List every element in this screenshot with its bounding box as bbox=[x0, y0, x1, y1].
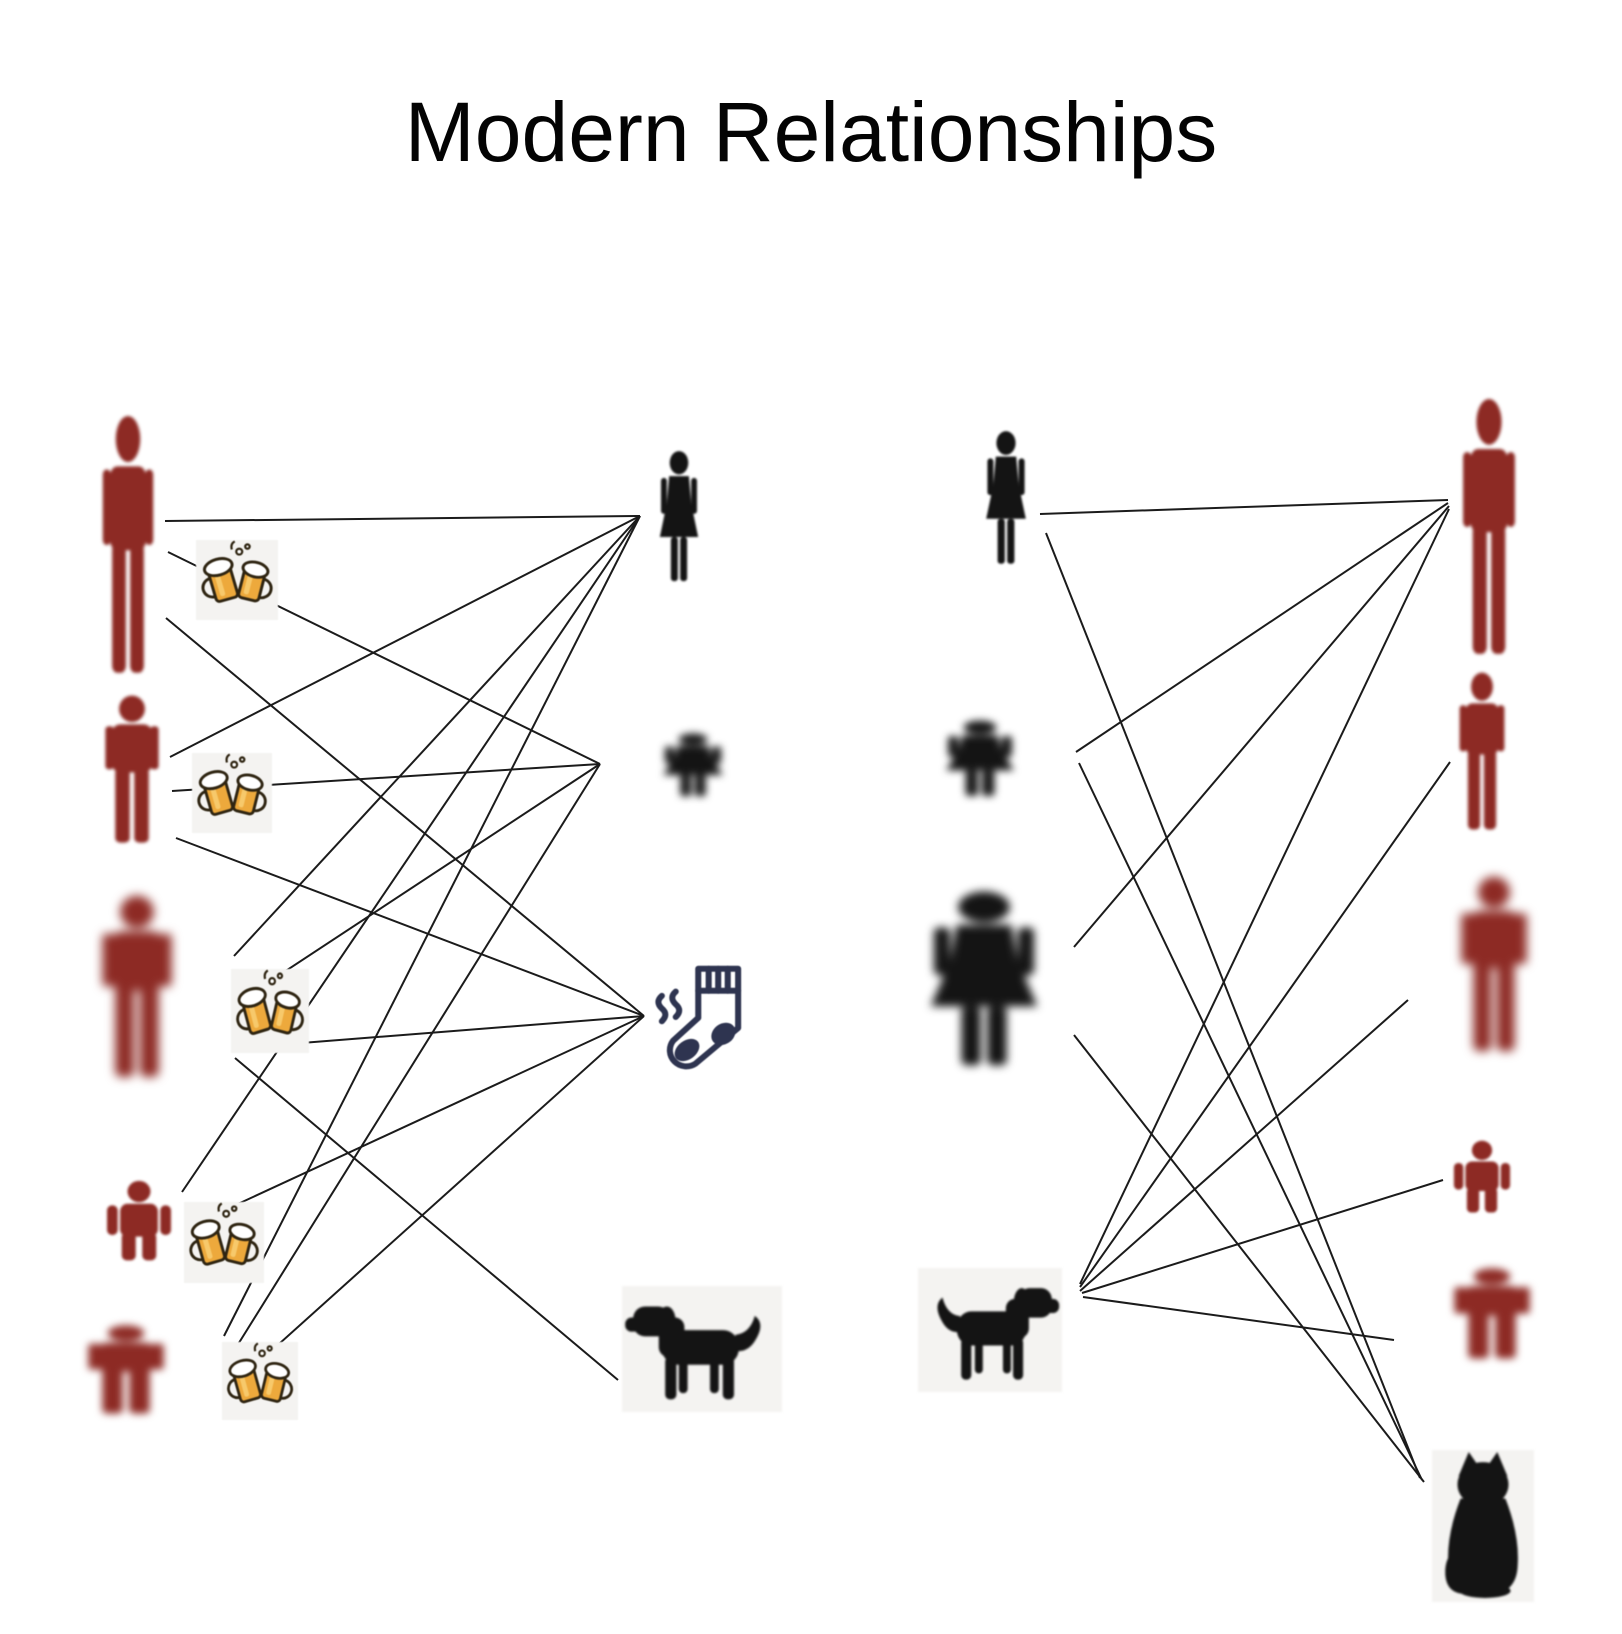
relationship-line bbox=[236, 763, 601, 1004]
relationship-line bbox=[1039, 499, 1449, 515]
relationship-line bbox=[1073, 505, 1450, 948]
relationship-line bbox=[181, 515, 641, 1193]
dog-left-icon bbox=[622, 1286, 782, 1412]
clinking-beer-mugs-icon-2 bbox=[192, 753, 272, 833]
clinking-beer-mugs-icon-1 bbox=[196, 540, 278, 620]
relationship-line bbox=[223, 515, 641, 1337]
relationship-line bbox=[164, 515, 641, 522]
clinking-beer-mugs-icon-5 bbox=[222, 1342, 298, 1420]
woman-squished-blur-left-icon bbox=[612, 733, 774, 803]
relationship-line bbox=[1078, 762, 1423, 1481]
man-small-left-icon bbox=[98, 1180, 180, 1262]
man-small-right-icon bbox=[1446, 1140, 1518, 1214]
man-standing-right-2-icon bbox=[1450, 672, 1514, 832]
man-blurred-large-right-icon bbox=[1404, 876, 1584, 1054]
man-standing-right-1-icon bbox=[1452, 398, 1526, 658]
relationship-line bbox=[175, 837, 645, 1017]
relationship-line bbox=[229, 1015, 645, 1389]
man-standing-left-2-icon bbox=[94, 695, 170, 845]
relationship-line bbox=[1045, 532, 1421, 1479]
clinking-beer-mugs-icon-4 bbox=[184, 1202, 264, 1283]
relationship-line bbox=[1079, 999, 1409, 1292]
cat-icon bbox=[1432, 1450, 1534, 1602]
man-squished-blur-left-icon bbox=[30, 1325, 222, 1415]
dog-right-icon bbox=[918, 1268, 1062, 1392]
relationship-line bbox=[1081, 1179, 1444, 1294]
woman-standing-left-icon bbox=[650, 450, 708, 595]
relationship-line bbox=[1075, 502, 1449, 753]
relationship-line bbox=[226, 763, 601, 1363]
page-title: Modern Relationships bbox=[404, 85, 1218, 179]
relationship-line bbox=[1073, 1034, 1425, 1483]
woman-blurred-large-right-icon bbox=[898, 890, 1070, 1084]
woman-squished-blur-right-icon bbox=[888, 720, 1072, 804]
relationship-line bbox=[165, 617, 645, 1017]
woman-standing-right-icon bbox=[976, 430, 1036, 578]
relationship-line bbox=[234, 1057, 619, 1381]
man-standing-left-1-icon bbox=[92, 415, 164, 677]
relationship-line bbox=[233, 515, 641, 957]
smelly-sock-icon bbox=[648, 962, 752, 1072]
relationship-line bbox=[1082, 1296, 1395, 1341]
man-blurred-large-left-icon bbox=[42, 895, 232, 1080]
relationship-line bbox=[169, 515, 641, 758]
man-squished-blur-right-icon bbox=[1396, 1268, 1588, 1360]
relationship-line bbox=[185, 1015, 645, 1229]
relationship-line bbox=[1079, 508, 1450, 1285]
clinking-beer-mugs-icon-3 bbox=[231, 969, 309, 1053]
relationship-line bbox=[1079, 761, 1451, 1288]
